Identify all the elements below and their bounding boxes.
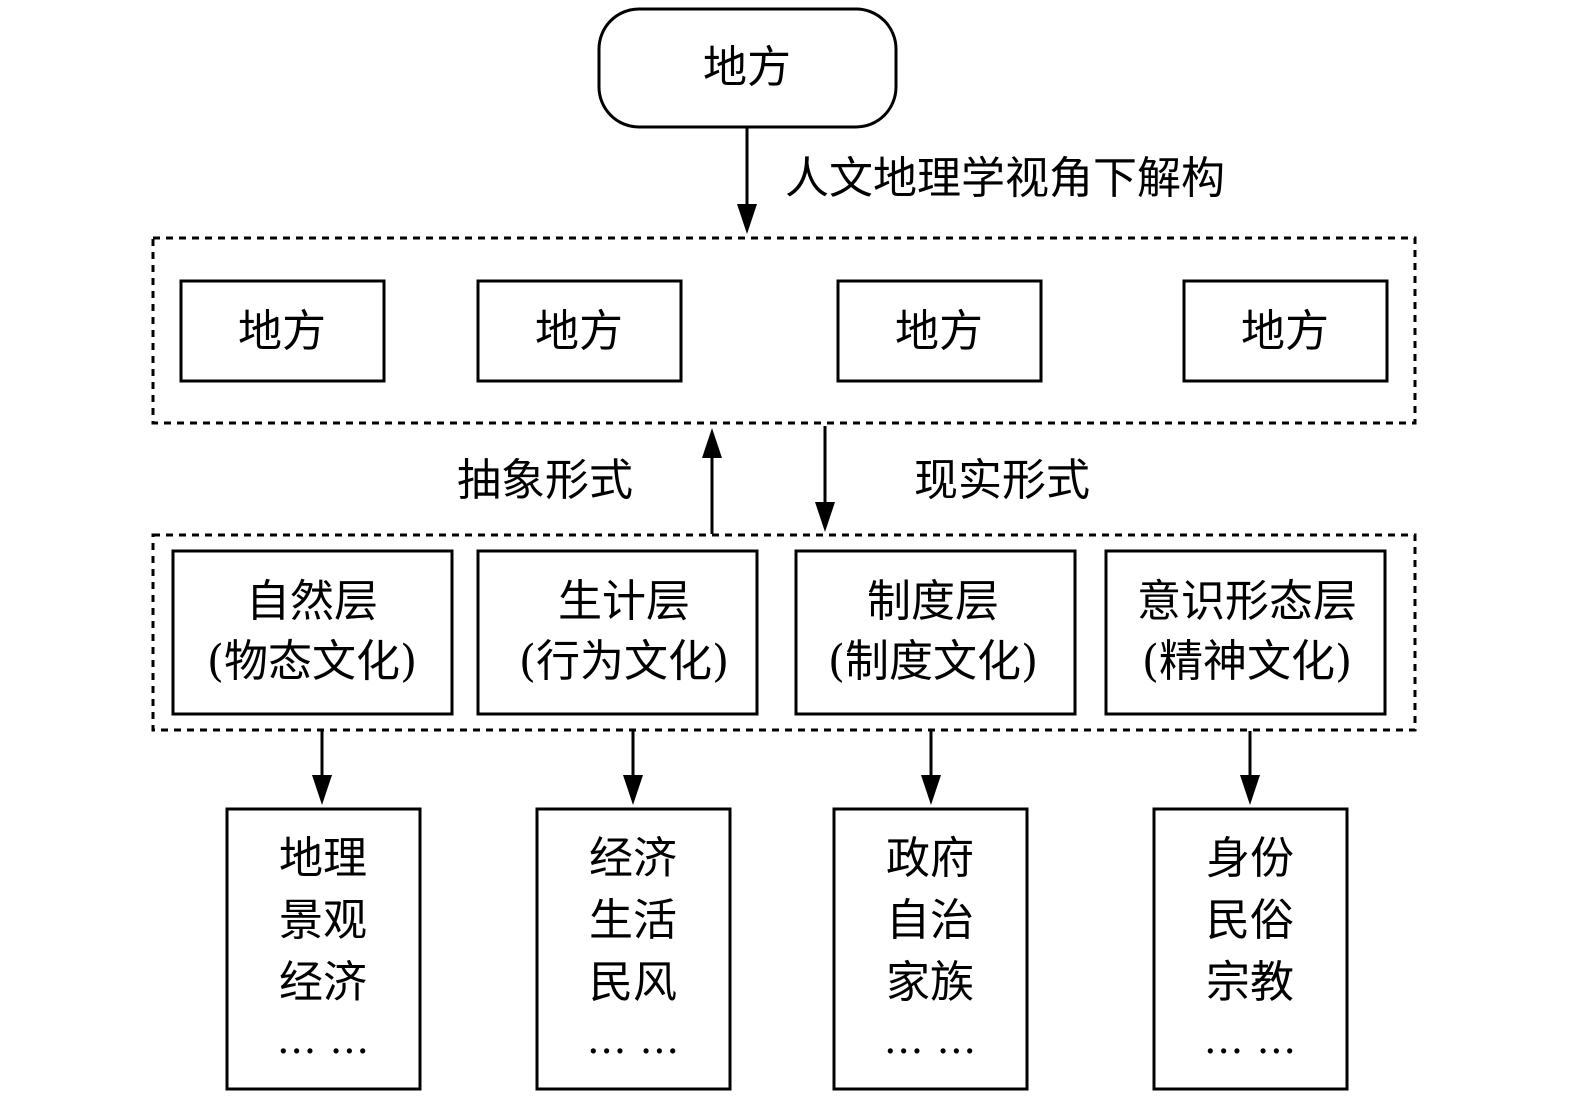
real-arrow — [815, 426, 835, 532]
example-item: 民风 — [589, 957, 677, 1008]
layer-arrow — [623, 731, 643, 805]
real-label: 现实形式 — [914, 455, 1090, 506]
layer-culture: (精神文化) — [1142, 636, 1352, 687]
layer-culture: (制度文化) — [828, 636, 1038, 687]
example-item: 家族 — [886, 957, 974, 1008]
place-node-label: 地方 — [238, 306, 326, 357]
example-item: … … — [277, 1017, 370, 1063]
layer-arrow — [1240, 731, 1260, 805]
layer-name: 制度层 — [867, 576, 999, 627]
abstract-arrow — [702, 428, 722, 534]
example-item: 经济 — [589, 833, 677, 884]
layer-arrow — [921, 731, 941, 805]
place-node: 地方 — [179, 279, 386, 383]
layer-node-natural: 自然层 (物态文化) — [171, 549, 454, 716]
example-item: 生活 — [589, 895, 677, 946]
place-node: 地方 — [476, 279, 683, 383]
example-item: 身份 — [1206, 833, 1294, 884]
example-node: 身份 民俗 宗教 … … — [1152, 807, 1349, 1091]
layer-name: 自然层 — [246, 576, 378, 627]
example-item: 景观 — [279, 895, 367, 946]
layer-node-ideology: 意识形态层 (精神文化) — [1104, 549, 1387, 716]
example-item: 政府 — [886, 833, 974, 884]
example-node: 经济 生活 民风 … … — [535, 807, 732, 1091]
layer-name: 生计层 — [558, 576, 690, 627]
example-item: 宗教 — [1206, 957, 1294, 1008]
place-node: 地方 — [1182, 279, 1389, 383]
layers-group: 自然层 (物态文化) 生计层 (行为文化) 制度层 (制度文化) 意识形态层 (… — [151, 533, 1417, 732]
places-group: 地方 地方 地方 地方 — [151, 236, 1417, 425]
place-node: 地方 — [836, 279, 1043, 383]
root-node-label: 地方 — [703, 42, 791, 93]
layer-node-livelihood: 生计层 (行为文化) — [476, 549, 759, 716]
example-item: 自治 — [886, 895, 974, 946]
layer-culture: (行为文化) — [519, 636, 729, 687]
example-node: 地理 景观 经济 … … — [225, 807, 422, 1091]
places-group-frame — [151, 236, 1417, 425]
layer-name: 意识形态层 — [1137, 576, 1357, 627]
layer-culture: (物态文化) — [207, 636, 417, 687]
place-node-label: 地方 — [535, 306, 623, 357]
place-node-label: 地方 — [895, 306, 983, 357]
example-item: 地理 — [279, 833, 367, 884]
deconstruct-label: 人文地理学视角下解构 — [785, 153, 1225, 204]
example-item: 经济 — [279, 957, 367, 1008]
layers-group-frame — [151, 533, 1417, 732]
example-item: … … — [1204, 1017, 1297, 1063]
abstract-label: 抽象形式 — [457, 455, 633, 506]
root-node: 地方 — [597, 7, 898, 129]
deconstruct-arrow — [737, 127, 757, 234]
layer-node-institution: 制度层 (制度文化) — [794, 549, 1077, 716]
example-item: … … — [884, 1017, 977, 1063]
example-item: … … — [587, 1017, 680, 1063]
layer-arrow — [312, 731, 332, 805]
example-node: 政府 自治 家族 … … — [832, 807, 1029, 1091]
example-item: 民俗 — [1206, 895, 1294, 946]
place-node-label: 地方 — [1241, 306, 1329, 357]
